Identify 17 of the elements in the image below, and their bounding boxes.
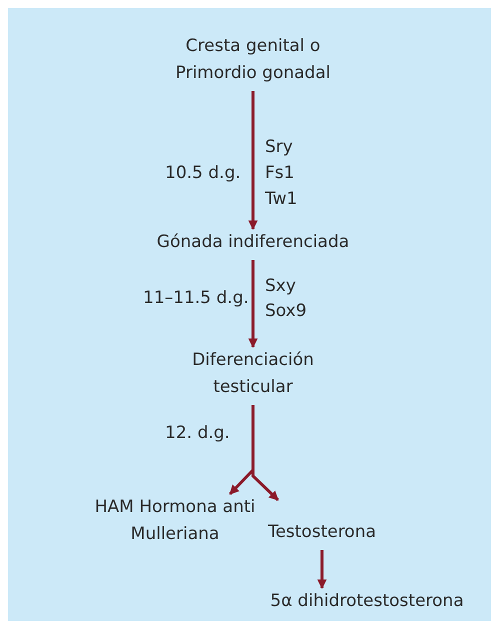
gene-label: Sox9 [265,300,307,323]
arrow [248,260,258,348]
arrow [248,91,258,230]
stage-text: Cresta genital o Primordio gonadal [153,33,353,87]
gene-label: Tw1 [265,188,298,211]
gene-label: Sry [265,136,293,159]
edge-label: 12. d.g. [165,422,230,445]
gene-label: Fs1 [265,162,294,185]
edge-label: 11–11.5 d.g. [143,287,249,310]
stage-text: 5α dihidrotestosterona [252,588,482,615]
stage-text: HAM Hormona anti Mulleriana [85,494,265,548]
arrow [317,550,327,589]
edge-label: 10.5 d.g. [165,162,241,185]
stage-text: Gónada indiferenciada [123,229,383,256]
arrow [252,405,280,502]
gene-label: Sxy [265,275,296,298]
stage-text: Diferenciación testicular [153,347,353,401]
